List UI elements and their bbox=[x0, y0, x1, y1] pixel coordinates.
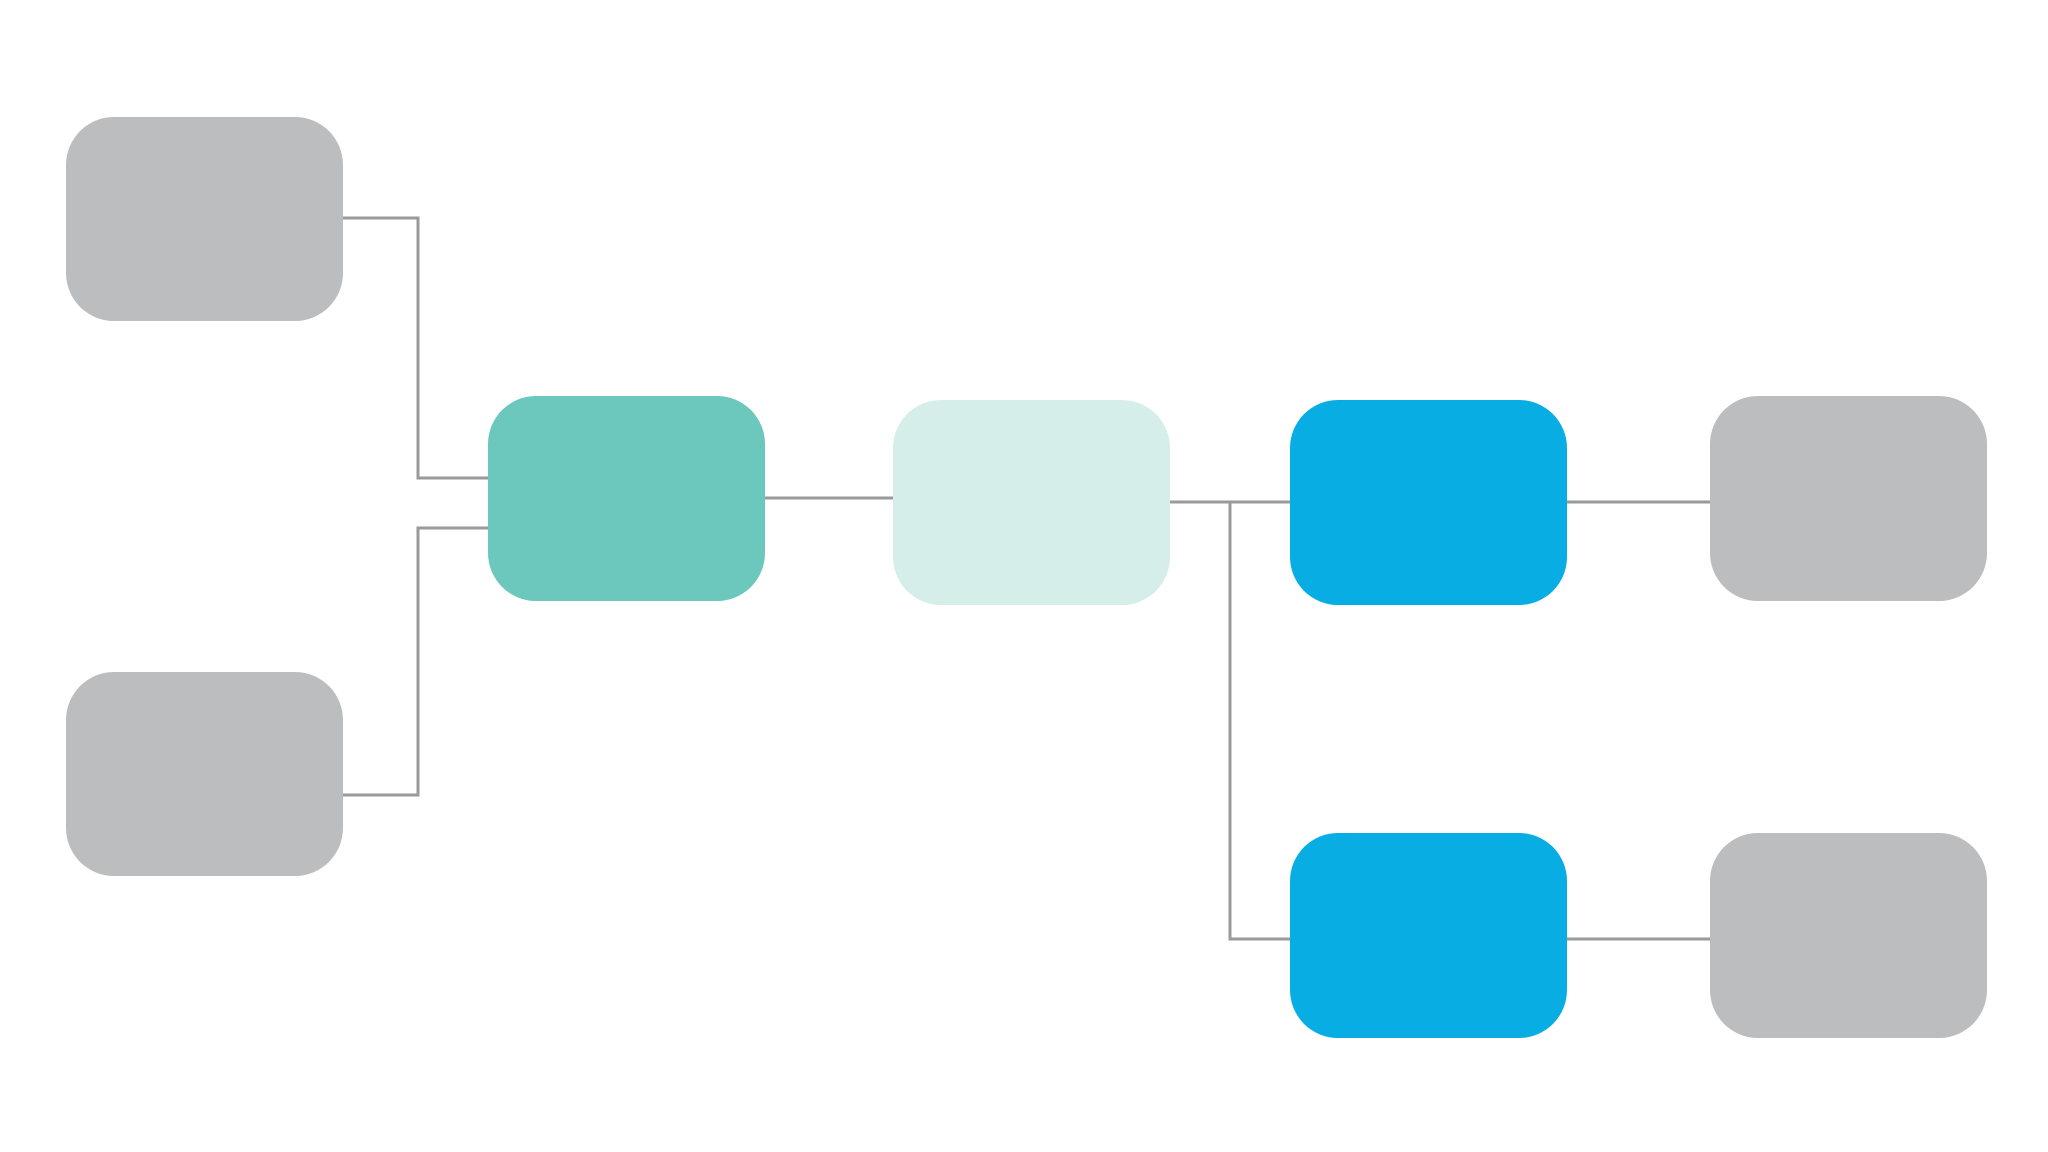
node-branch-bottom bbox=[1290, 833, 1567, 1038]
node-source-top bbox=[66, 117, 343, 321]
connector-source-top-to-merge bbox=[343, 216, 488, 480]
node-box-source-bottom bbox=[66, 672, 343, 876]
node-branch-top bbox=[1290, 400, 1567, 605]
node-layer bbox=[66, 117, 1987, 1038]
node-box-output-top bbox=[1710, 396, 1987, 601]
connector-center-to-branch-bottom bbox=[1228, 502, 1290, 941]
node-box-branch-top bbox=[1290, 400, 1567, 605]
node-output-top bbox=[1710, 396, 1987, 601]
node-box-branch-bottom bbox=[1290, 833, 1567, 1038]
node-box-merge bbox=[488, 396, 765, 601]
node-output-bottom bbox=[1710, 833, 1987, 1038]
node-box-center bbox=[893, 400, 1170, 605]
node-source-bottom bbox=[66, 672, 343, 876]
node-merge bbox=[488, 396, 765, 601]
connector-source-bottom-to-merge bbox=[343, 526, 488, 797]
connector-layer bbox=[343, 216, 1710, 941]
node-center bbox=[893, 400, 1170, 605]
node-box-source-top bbox=[66, 117, 343, 321]
node-box-output-bottom bbox=[1710, 833, 1987, 1038]
